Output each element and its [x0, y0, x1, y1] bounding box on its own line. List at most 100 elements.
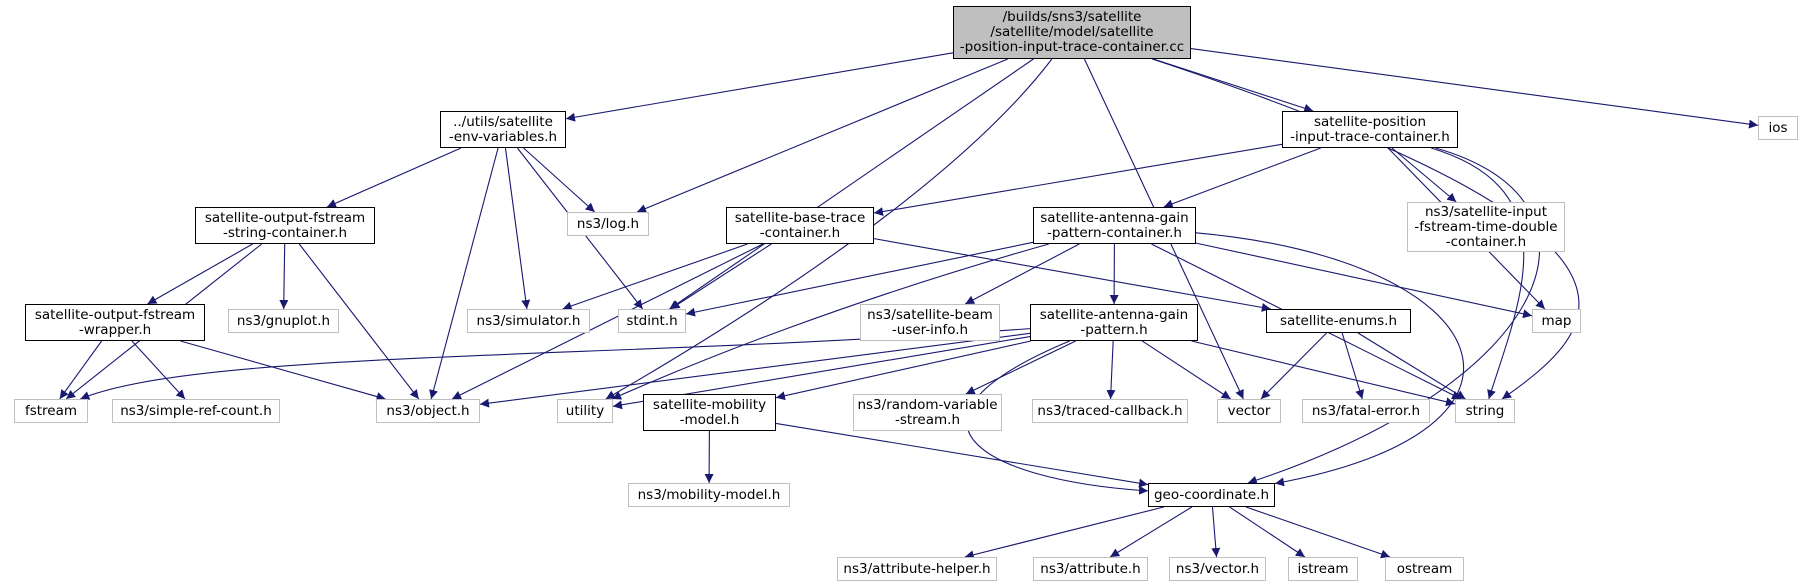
node-attr: ns3/attribute.h [1033, 557, 1148, 581]
node-label-line: map [1541, 312, 1572, 329]
node-object: ns3/object.h [376, 399, 480, 423]
edge-root-to-env [565, 52, 954, 122]
node-ostream: ostream [1385, 557, 1464, 581]
node-btc[interactable]: satellite-base-trace-container.h [726, 207, 874, 244]
node-label-line: stdint.h [626, 312, 678, 329]
node-sofsc[interactable]: satellite-output-fstream-string-containe… [195, 207, 375, 244]
edge-mob-to-geo [775, 422, 1149, 488]
node-rvs: ns3/random-variable-stream.h [853, 394, 1002, 431]
edge-agp-to-geo [966, 340, 1149, 495]
edge-geo-to-ahelp [964, 506, 1164, 560]
edge-pitc-to-agpc [1163, 147, 1321, 209]
edge-agp-to-mob [775, 340, 1031, 401]
node-tcb: ns3/traced-callback.h [1032, 399, 1188, 423]
edge-env-to-object [429, 147, 499, 400]
edge-root-to-stdint [669, 58, 1034, 310]
node-label-line: -pattern-container.h [1047, 224, 1182, 241]
node-label-line: satellite-antenna-gain [1039, 306, 1189, 323]
node-label-line: vector [1227, 402, 1271, 419]
node-pitc[interactable]: satellite-position-input-trace-container… [1282, 111, 1458, 148]
node-label-line: ns3/vector.h [1175, 560, 1260, 577]
edge-agp-to-rvs [965, 340, 1076, 395]
node-label-line: satellite-base-trace [734, 209, 866, 226]
edge-agp-to-tcb [1106, 340, 1116, 400]
node-label-line: satellite-enums.h [1279, 312, 1398, 329]
node-label-line: fstream [24, 402, 78, 419]
node-label-line: -model.h [679, 411, 740, 428]
node-label-line: ns3/random-variable [857, 396, 998, 413]
node-root[interactable]: /builds/sns3/satellite/satellite/model/s… [953, 6, 1191, 59]
edge-sofw-to-fstream [59, 340, 103, 400]
edge-geo-to-istream [1229, 506, 1306, 558]
node-beam: ns3/satellite-beam-user-info.h [860, 304, 1000, 341]
node-label-line: -wrapper.h [78, 321, 152, 338]
node-label-line: ns3/traced-callback.h [1037, 402, 1183, 419]
node-agp[interactable]: satellite-antenna-gain-pattern.h [1030, 304, 1198, 341]
node-label-line: ns3/mobility-model.h [637, 486, 781, 503]
node-istream: istream [1288, 557, 1358, 581]
edge-agp-to-fstream [80, 328, 1031, 400]
edge-agpc-to-stdint [685, 241, 1034, 317]
node-geo[interactable]: geo-coordinate.h [1148, 483, 1275, 507]
node-vector: vector [1217, 399, 1281, 423]
edge-root-to-log [636, 58, 1008, 213]
node-label-line: satellite-position [1313, 113, 1427, 130]
edge-enums-to-vector [1260, 332, 1327, 400]
node-ahelp: ns3/attribute-helper.h [837, 557, 997, 581]
node-label-line: -env-variables.h [448, 128, 558, 145]
node-label-line: /builds/sns3/satellite [1002, 9, 1142, 25]
edge-sofsc-to-sofw [147, 243, 253, 305]
node-label-line: ns3/satellite-beam [867, 306, 993, 323]
node-label-line: satellite-output-fstream [204, 209, 366, 226]
node-map: map [1532, 309, 1581, 333]
node-env[interactable]: ../utils/satellite-env-variables.h [440, 111, 566, 148]
node-label-line: satellite-output-fstream [34, 306, 196, 323]
edge-pitc-to-geo [1247, 147, 1541, 485]
node-agpc[interactable]: satellite-antenna-gain-pattern-container… [1033, 207, 1196, 244]
edge-pitc-to-btc [873, 143, 1283, 216]
node-stdint: stdint.h [618, 309, 686, 333]
node-label-line: ns3/satellite-input [1424, 203, 1548, 220]
node-label-line: ns3/gnuplot.h [236, 312, 331, 329]
node-label-line: satellite-mobility [652, 396, 767, 413]
node-label-line: ns3/object.h [386, 402, 470, 419]
node-utility: utility [557, 399, 613, 423]
node-fatal: ns3/fatal-error.h [1302, 399, 1430, 423]
edge-root-to-ios [1190, 48, 1759, 129]
edge-root-to-pitc [1153, 58, 1314, 113]
node-label-line: /satellite/model/satellite [990, 24, 1154, 40]
edge-agp-to-vector [1141, 340, 1231, 400]
edge-enums-to-string [1357, 332, 1466, 400]
node-nsmob: ns3/mobility-model.h [628, 483, 790, 507]
edge-btc-to-enums [873, 238, 1271, 312]
edge-btc-to-object [451, 243, 764, 400]
edge-btc-to-stdint [670, 243, 772, 310]
edge-pitc-to-ifstd [1391, 147, 1457, 203]
node-label-line: geo-coordinate.h [1153, 486, 1270, 503]
edge-btc-to-sim [562, 243, 748, 311]
edge-sofsc-to-object [298, 243, 420, 400]
node-src: ns3/simple-ref-count.h [112, 399, 280, 423]
node-label-line: ns3/simple-ref-count.h [120, 402, 272, 419]
edge-agpc-to-beam [964, 243, 1080, 305]
node-label-line: ns3/fatal-error.h [1311, 402, 1421, 419]
edge-geo-to-nsvec [1211, 506, 1221, 558]
node-sim: ns3/simulator.h [467, 309, 590, 333]
node-label-line: -string-container.h [222, 224, 348, 241]
node-label-line: ios [1768, 119, 1788, 136]
node-label-line: -input-trace-container.h [1290, 128, 1450, 145]
node-sofw[interactable]: satellite-output-fstream-wrapper.h [25, 304, 205, 341]
node-label-line: satellite-antenna-gain [1040, 209, 1189, 226]
edge-agp-to-string [1191, 340, 1456, 407]
node-label-line: istream [1297, 560, 1349, 577]
node-label-line: ns3/simulator.h [476, 312, 581, 329]
node-ios: ios [1758, 116, 1798, 140]
node-mob[interactable]: satellite-mobility-model.h [643, 394, 776, 431]
edge-env-to-sofsc [326, 147, 462, 208]
edge-sofsc-to-gnuplot [279, 243, 289, 310]
node-string: string [1455, 399, 1515, 423]
node-enums[interactable]: satellite-enums.h [1266, 309, 1411, 333]
node-label-line: -position-input-trace-container.cc [959, 39, 1185, 55]
node-ifstd: ns3/satellite-input-fstream-time-double-… [1407, 202, 1565, 252]
